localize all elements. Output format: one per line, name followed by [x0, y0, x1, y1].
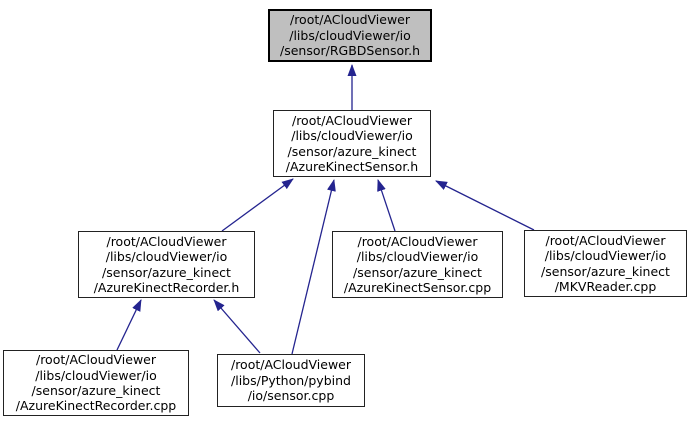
node-azurekinectsensor-h[interactable]: /root/ACloudViewer /libs/cloudViewer/io …	[273, 110, 431, 177]
node-rgbdsensor-h[interactable]: /root/ACloudViewer /libs/cloudViewer/io …	[268, 9, 432, 62]
edge-pybind-io-sensor-cpp-to-azurekinectsensor-h	[291, 179, 336, 355]
node-azurekinectrecorder-cpp[interactable]: /root/ACloudViewer /libs/cloudViewer/io …	[3, 350, 189, 416]
node-azurekinectrecorder-h[interactable]: /root/ACloudViewer /libs/cloudViewer/io …	[78, 231, 255, 298]
edge-azurekinectrecorder-cpp-to-azurekinectrecorder-h	[116, 299, 142, 351]
node-azurekinectsensor-cpp[interactable]: /root/ACloudViewer /libs/cloudViewer/io …	[332, 231, 503, 298]
edge-azurekinectrecorder-h-to-azurekinectsensor-h	[221, 178, 294, 232]
edge-azurekinectsensor-cpp-to-azurekinectsensor-h	[377, 179, 396, 232]
node-pybind-io-sensor-cpp[interactable]: /root/ACloudViewer /libs/Python/pybind /…	[217, 354, 365, 407]
edge-pybind-io-sensor-cpp-to-azurekinectrecorder-h	[213, 299, 261, 354]
edge-mkvreader-cpp-to-azurekinectsensor-h	[435, 180, 535, 231]
node-mkvreader-cpp[interactable]: /root/ACloudViewer /libs/cloudViewer/io …	[524, 230, 687, 297]
